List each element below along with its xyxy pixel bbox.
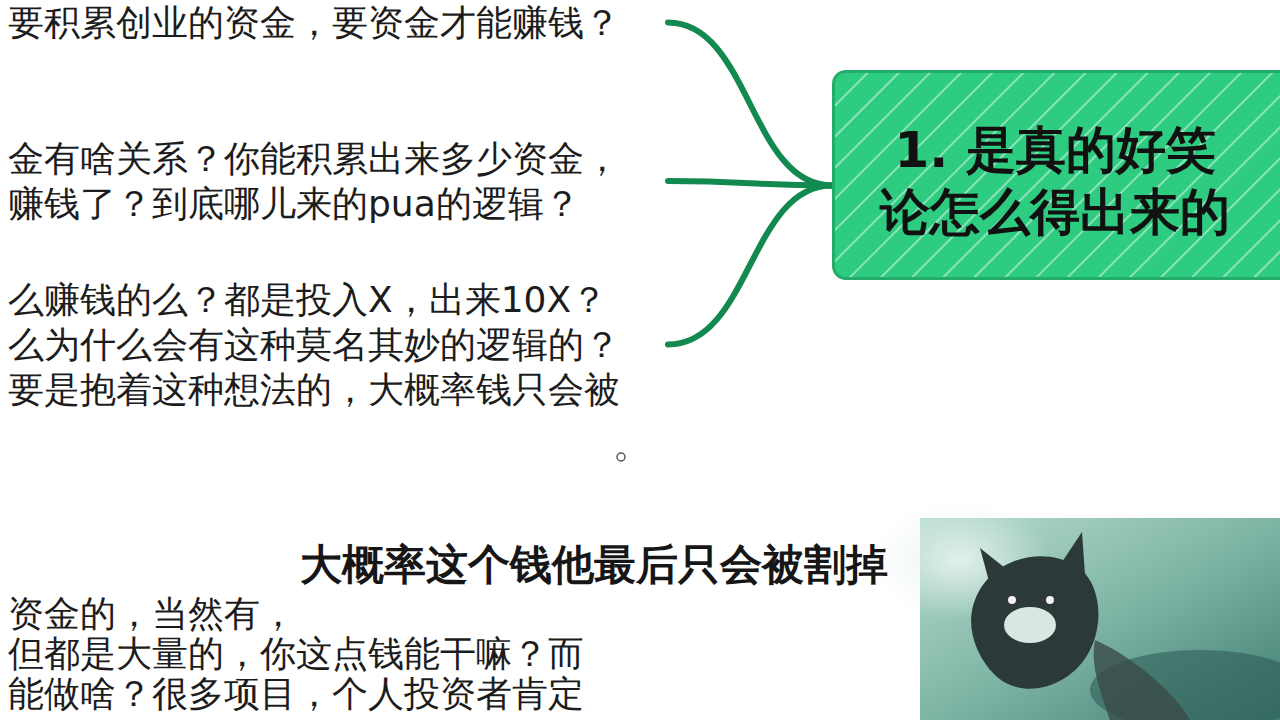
branch-text: 资金的，当然有， 但都是大量的，你这点钱能干嘛？而 能做啥？很多项目，个人投资者… [8, 594, 668, 714]
topic-text: 1. 是真的好笑 论怎么得出来的 [875, 73, 1235, 243]
branch-text-block: 要积累创业的资金，要资金才能赚钱？ [8, 0, 668, 45]
mindmap-branch [668, 23, 832, 186]
mindmap-branch [668, 186, 832, 345]
subtitle-caption: 大概率这个钱他最后只会被割掉 [300, 540, 888, 590]
branch-text: 金有啥关系？你能积累出来多少资金， 赚钱了？到底哪儿来的pua的逻辑？ [8, 136, 668, 226]
branch-text-block: 资金的，当然有， 但都是大量的，你这点钱能干嘛？而 能做啥？很多项目，个人投资者… [8, 594, 668, 714]
topic-box: 1. 是真的好笑 论怎么得出来的 [832, 70, 1280, 280]
subtitle-caption: 大概率这个钱他最后只会被割掉 [300, 540, 888, 590]
dot-marker [617, 453, 625, 461]
branch-text: 么赚钱的么？都是投入X，出来10X？ 么为什么会有这种莫名其妙的逻辑的？ 要是抱… [8, 277, 668, 412]
video-thumbnail [870, 500, 1280, 720]
branch-text-block: 金有啥关系？你能积累出来多少资金， 赚钱了？到底哪儿来的pua的逻辑？ [8, 136, 668, 226]
mindmap-branch [668, 181, 832, 186]
branch-text-block: 么赚钱的么？都是投入X，出来10X？ 么为什么会有这种莫名其妙的逻辑的？ 要是抱… [8, 277, 668, 412]
branch-text: 要积累创业的资金，要资金才能赚钱？ [8, 0, 668, 45]
